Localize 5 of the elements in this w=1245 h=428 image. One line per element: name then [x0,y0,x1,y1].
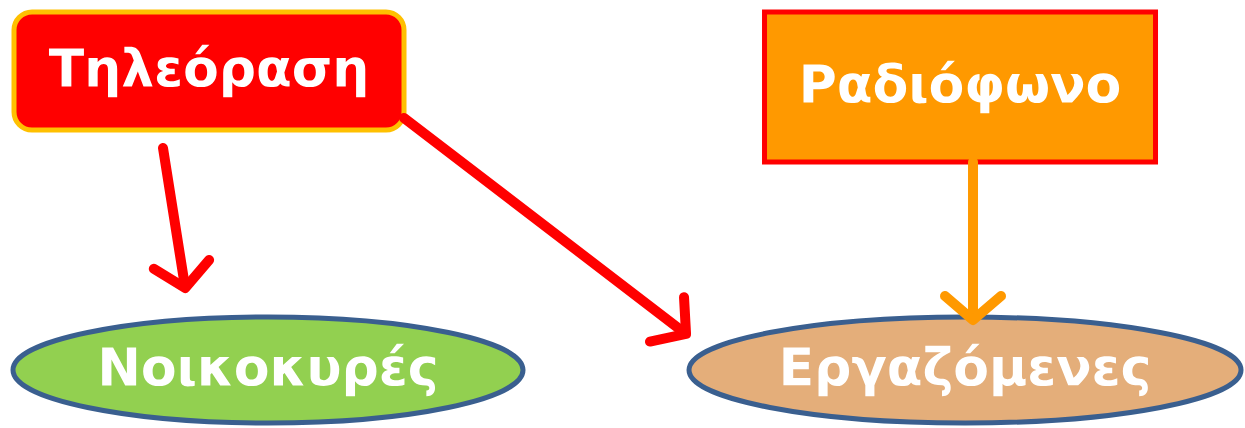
arrow [148,143,215,294]
arrow [940,157,1006,325]
label-box: Ραδιόφωνο [762,9,1158,165]
label-box: Τηλεόραση [11,9,407,133]
arrow [399,113,692,347]
